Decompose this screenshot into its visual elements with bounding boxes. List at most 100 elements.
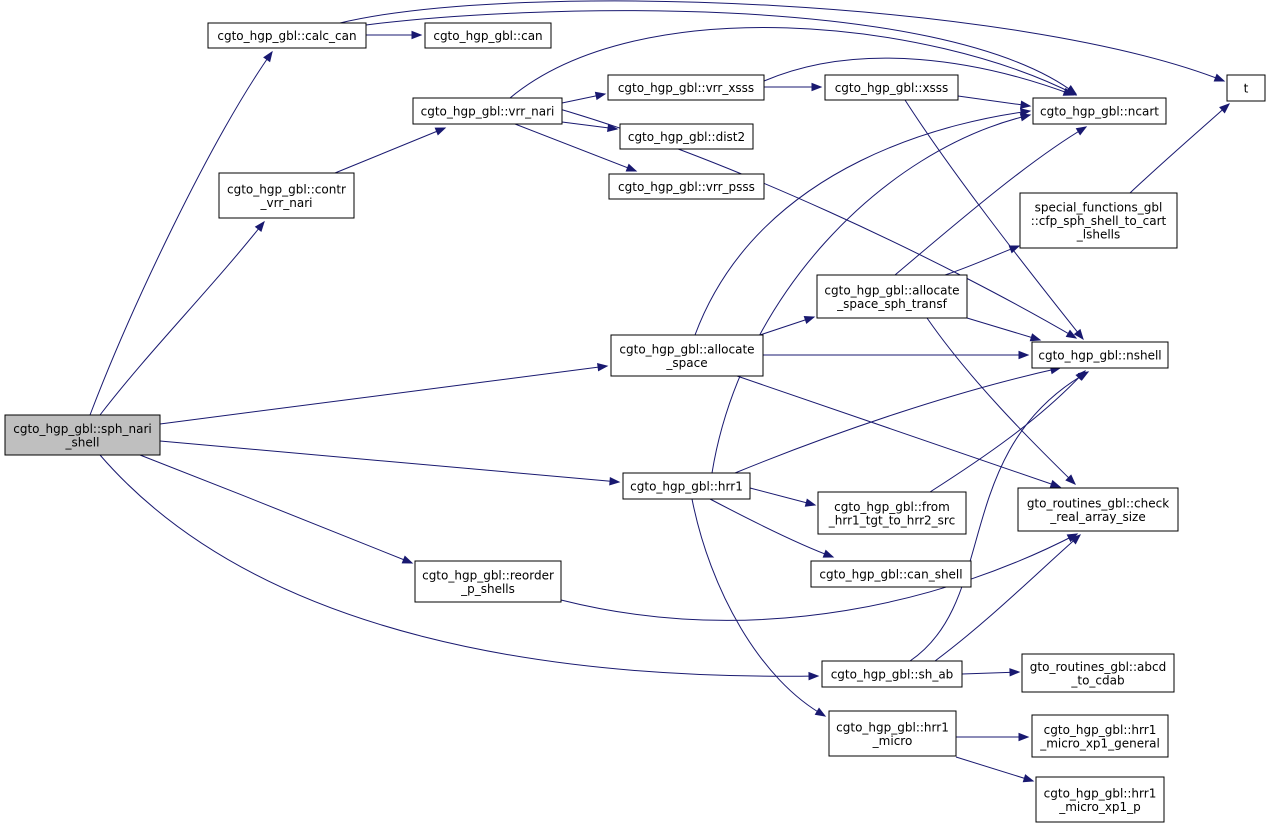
node-t[interactable]: t [1226,74,1266,102]
edge-line [1129,103,1230,194]
edge-sh_ab-to-check_real [934,534,1082,662]
node-label: cgto_hgp_gbl::from [834,500,950,514]
node-label: cgto_hgp_gbl::sph_nari [13,422,151,436]
edge-vrr_nari-to-vrr_xsss [561,91,607,104]
node-label: _micro_xp1_general [1039,736,1160,750]
node-box[interactable] [414,560,562,603]
node-ncart[interactable]: cgto_hgp_gbl::ncart [1032,97,1167,125]
edge-arrowhead [1020,100,1032,109]
edge-line [711,114,1031,474]
node-vrr_nari[interactable]: cgto_hgp_gbl::vrr_nari [412,97,563,125]
edge-sh_ab-to-nshell [909,371,1090,662]
node-box[interactable] [610,334,764,377]
node-abcd[interactable]: gto_routines_gbl::abcd_to_cdab [1021,653,1175,693]
node-allocate_space_sph_transf[interactable]: cgto_hgp_gbl::allocate_space_sph_transf [816,274,968,319]
node-label: cgto_hgp_gbl::allocate [619,342,754,356]
node-box[interactable] [207,22,367,49]
node-label: _p_shells [460,582,515,596]
node-box[interactable] [816,274,968,319]
node-box[interactable] [828,710,957,757]
edge-line [514,123,637,172]
edge-line [99,454,819,677]
node-micro_p[interactable]: cgto_hgp_gbl::hrr1_micro_xp1_p [1035,776,1165,823]
node-box[interactable] [1021,653,1175,693]
node-box[interactable] [817,491,967,535]
edge-sph_nari_shell-to-allocate_space [159,363,609,425]
node-box[interactable] [1032,97,1167,125]
node-label: ::cfp_sph_shell_to_cart [1031,214,1167,228]
edge-arrowhead [822,549,835,558]
edge-sph_nari_shell-to-sh_ab [99,454,820,681]
node-box[interactable] [821,660,963,688]
node-box[interactable] [4,414,161,456]
node-xsss[interactable]: cgto_hgp_gbl::xsss [824,74,959,101]
node-box[interactable] [824,74,959,101]
node-hrr1_micro[interactable]: cgto_hgp_gbl::hrr1_micro [828,710,957,757]
node-label: gto_routines_gbl::abcd [1030,660,1166,674]
edge-arrowhead [607,123,619,132]
node-box[interactable] [619,123,754,150]
edge-vrr_nari-to-nshell [519,97,1078,339]
node-label: _space_sph_transf [836,297,948,311]
node-vrr_psss[interactable]: cgto_hgp_gbl::vrr_psss [608,173,765,200]
node-label: cgto_hgp_gbl::can_shell [819,568,962,582]
node-box[interactable] [622,472,751,500]
node-contr_vrr_nari[interactable]: cgto_hgp_gbl::contr_vrr_nari [218,172,355,219]
node-label: gto_routines_gbl::check [1027,496,1169,510]
edge-arrowhead [411,30,423,40]
node-box[interactable] [1019,192,1178,249]
node-micro_general[interactable]: cgto_hgp_gbl::hrr1_micro_xp1_general [1031,714,1169,758]
node-can[interactable]: cgto_hgp_gbl::can [424,22,552,49]
node-box[interactable] [1031,341,1169,369]
node-label: cgto_hgp_gbl::hrr1 [836,720,949,734]
edge-arrowhead [1219,103,1231,114]
node-box[interactable] [607,74,765,101]
node-box[interactable] [1035,776,1165,823]
node-label: cgto_hgp_gbl::hrr1 [630,480,743,494]
node-box[interactable] [1226,74,1266,102]
edge-arrowhead [401,555,414,564]
node-label: cgto_hgp_gbl::hrr1 [1044,786,1157,800]
node-nshell[interactable]: cgto_hgp_gbl::nshell [1031,341,1169,369]
edge-arrowhead [625,163,638,172]
node-cfp[interactable]: special_functions_gbl::cfp_sph_shell_to_… [1019,192,1178,249]
node-label: cgto_hgp_gbl::reorder [422,568,554,582]
node-label: _micro_xp1_p [1058,800,1141,814]
node-label: _to_cdab [1070,673,1124,687]
edge-line [749,487,816,506]
edge-line [944,245,1020,276]
node-box[interactable] [412,97,563,125]
node-sh_ab[interactable]: cgto_hgp_gbl::sh_ab [821,660,963,688]
node-from_hrr1[interactable]: cgto_hgp_gbl::from_hrr1_tgt_to_hrr2_src [817,491,967,535]
node-box[interactable] [608,173,765,200]
node-can_shell[interactable]: cgto_hgp_gbl::can_shell [810,560,972,588]
node-box[interactable] [424,22,552,49]
edge-line [139,454,413,564]
edge-allocate_space-to-allocate_space_sph_transf [759,315,816,336]
node-check_real[interactable]: gto_routines_gbl::check_real_array_size [1017,487,1179,532]
edge-line [909,371,1089,662]
node-box[interactable] [810,560,972,588]
edge-arrowhead [1009,668,1021,677]
edge-allocate_space_sph_transf-to-check_real [926,317,1076,485]
node-calc_can[interactable]: cgto_hgp_gbl::calc_can [207,22,367,49]
node-box[interactable] [218,172,355,219]
edge-arrowhead [811,82,823,92]
edge-line [929,370,1086,493]
edge-arrowhead [804,498,817,507]
node-box[interactable] [1017,487,1179,532]
node-dist2[interactable]: cgto_hgp_gbl::dist2 [619,123,754,150]
node-vrr_xsss[interactable]: cgto_hgp_gbl::vrr_xsss [607,74,765,101]
node-box[interactable] [1031,714,1169,758]
node-label: cgto_hgp_gbl::vrr_xsss [618,81,754,95]
node-label: t [1244,82,1249,96]
node-reorder[interactable]: cgto_hgp_gbl::reorder_p_shells [414,560,562,603]
node-allocate_space[interactable]: cgto_hgp_gbl::allocate_space [610,334,764,377]
edge-arrowhead [808,671,820,681]
node-sph_nari_shell[interactable]: cgto_hgp_gbl::sph_nari_shell [4,414,161,456]
edge-allocate_space_sph_transf-to-ncart [894,126,1088,276]
node-label: _vrr_nari [260,196,313,210]
edge-line [365,10,1077,95]
node-hrr1[interactable]: cgto_hgp_gbl::hrr1 [622,472,751,500]
node-label: special_functions_gbl [1035,201,1163,215]
